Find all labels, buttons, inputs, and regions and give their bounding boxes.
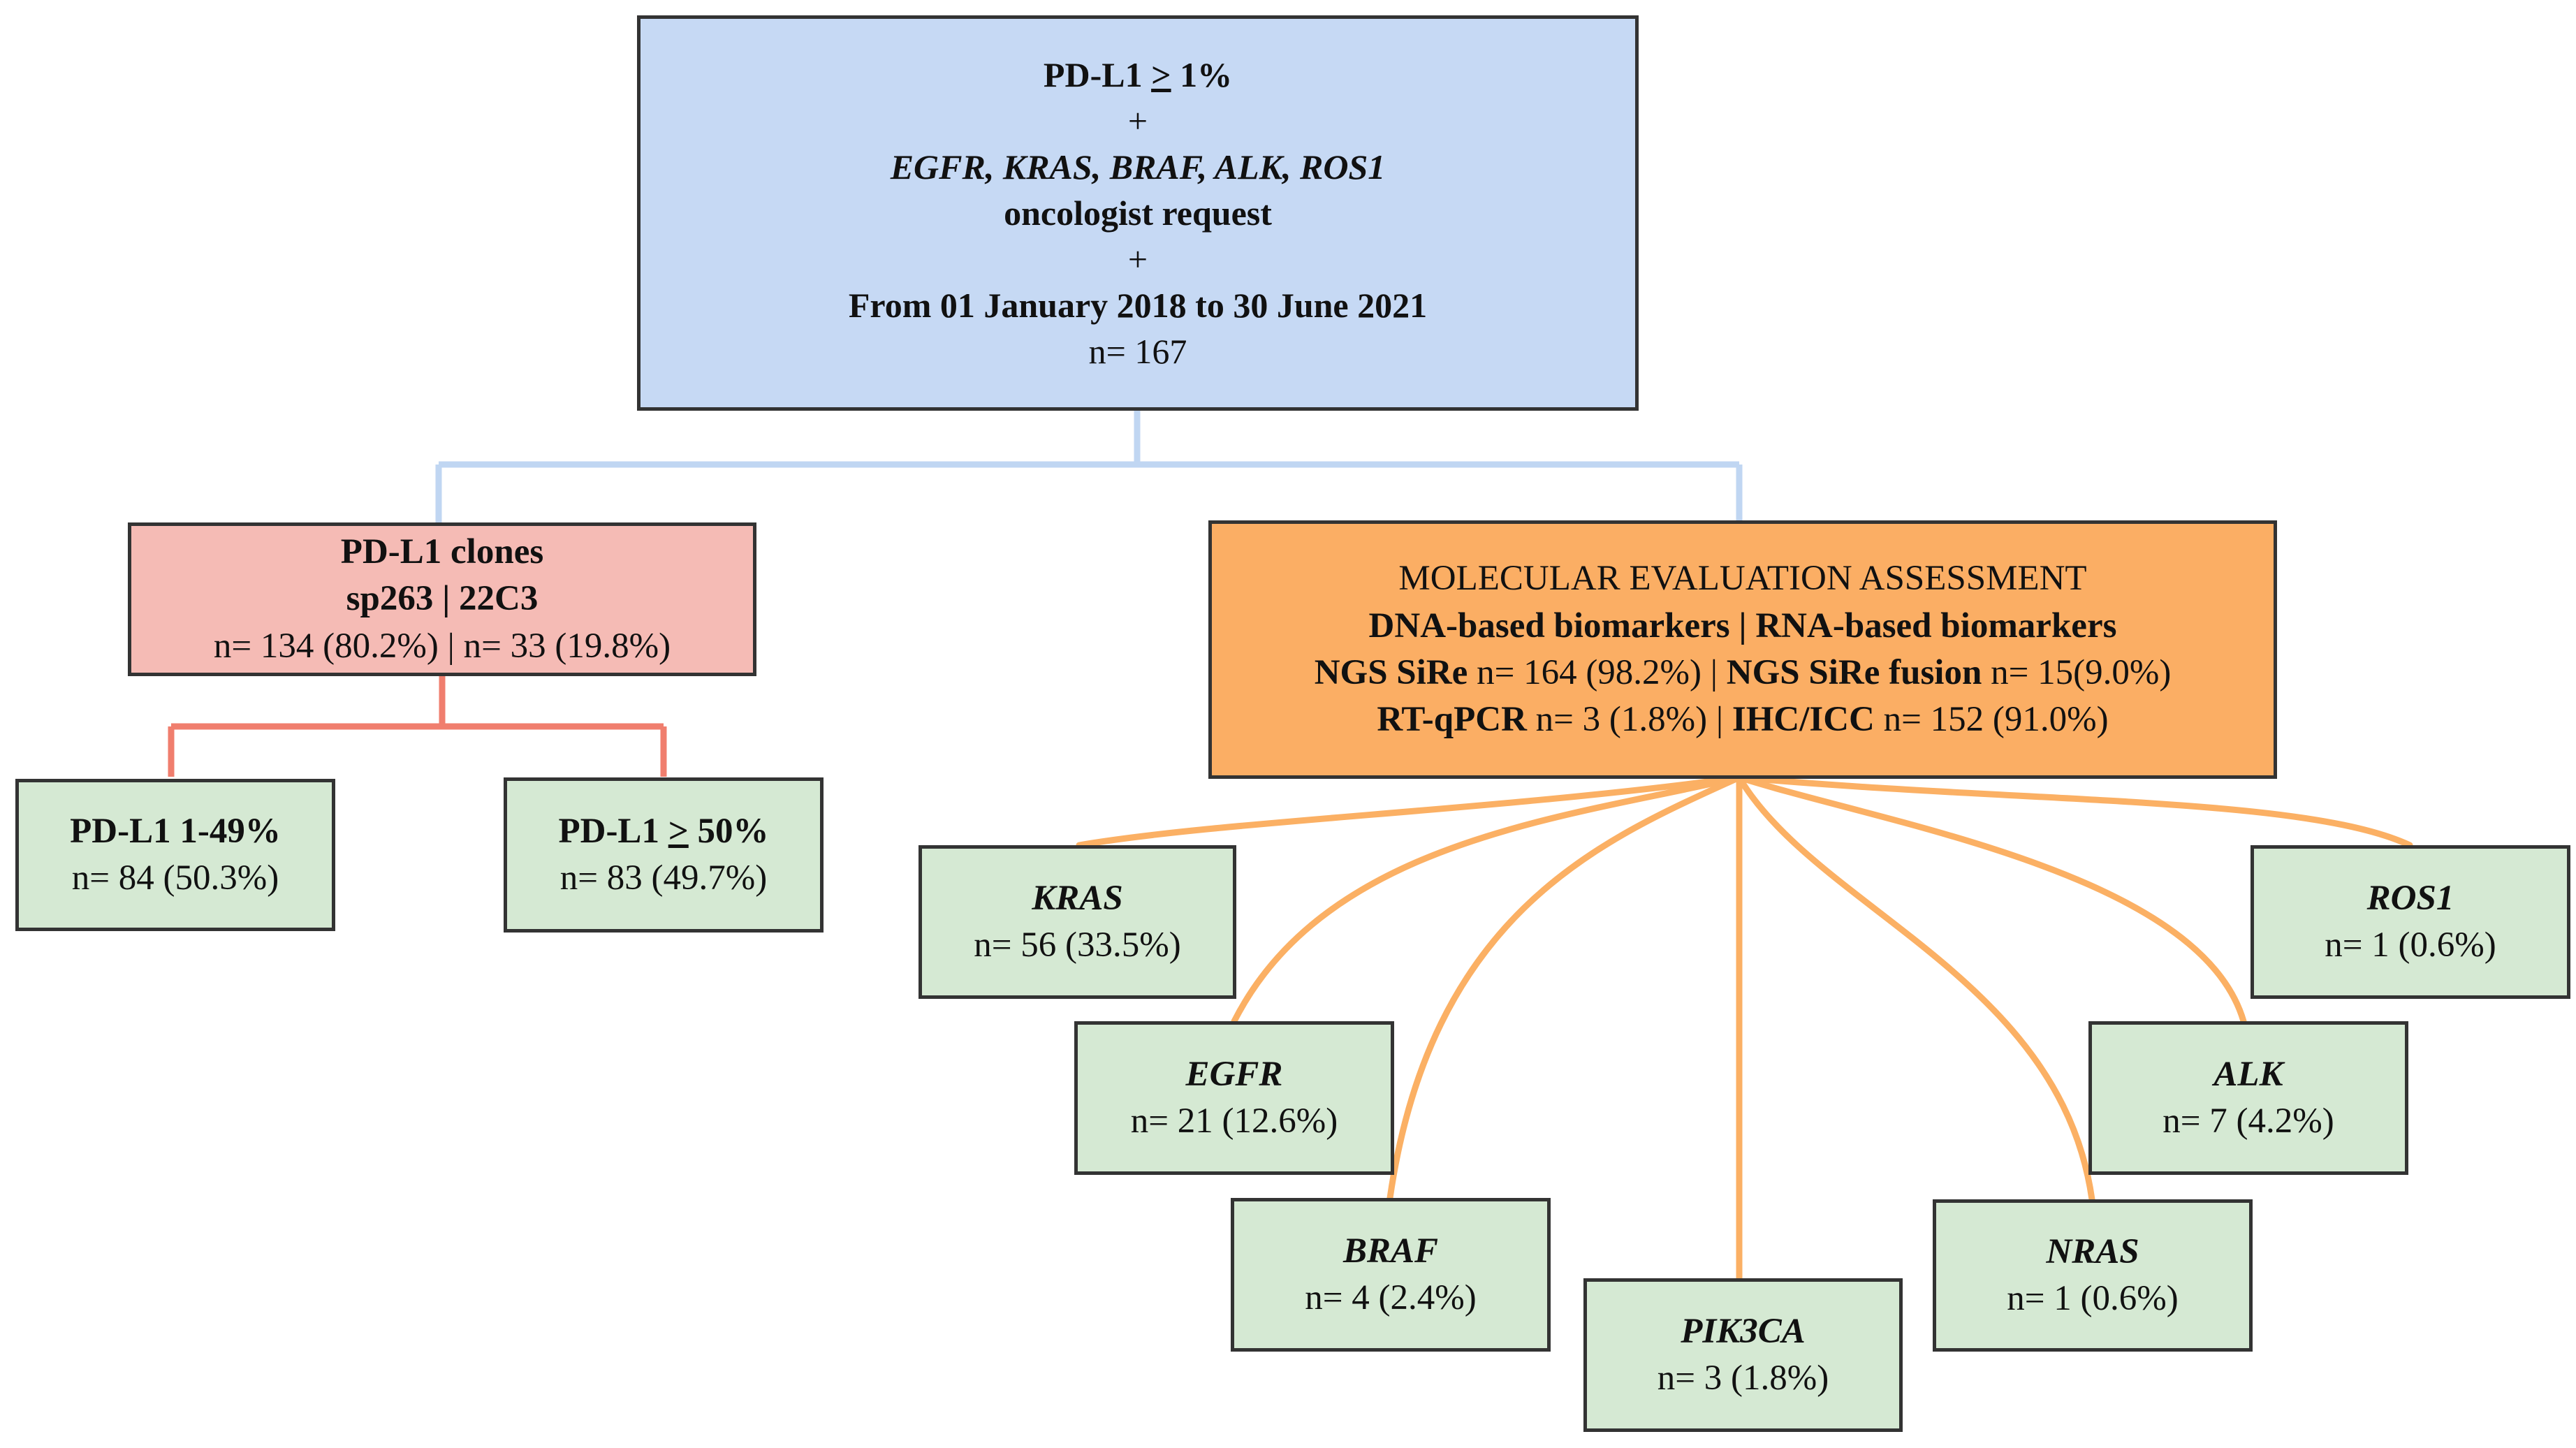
root-count: n= 167 <box>1088 332 1187 371</box>
gene-name-braf: BRAF <box>1342 1231 1439 1271</box>
pdl1-low-title: PD-L1 1-49% <box>70 811 281 851</box>
molecular-ngs: NGS SiRe n= 164 (98.2%) | NGS SiRe fusio… <box>1314 653 2172 692</box>
gene-name-nras: NRAS <box>2046 1231 2139 1271</box>
clones-connector <box>168 675 667 777</box>
pdl1-low-box: PD-L1 1-49% n= 84 (50.3%) <box>15 779 335 931</box>
root-connector <box>435 411 1743 522</box>
gene-count-egfr: n= 21 (12.6%) <box>1130 1102 1338 1141</box>
clones-title: PD-L1 clones <box>340 532 544 572</box>
pdl1-high-title: PD-L1 > 50% <box>558 811 769 851</box>
clones-box: PD-L1 clones sp263 | 22C3 n= 134 (80.2%)… <box>128 522 756 676</box>
gene-count-ros1: n= 1 (0.6%) <box>2325 926 2496 965</box>
gene-count-pik3ca: n= 3 (1.8%) <box>1657 1359 1829 1398</box>
gene-box-nras: NRAS n= 1 (0.6%) <box>1933 1199 2253 1352</box>
pdl1-high-box: PD-L1 > 50% n= 83 (49.7%) <box>504 777 824 933</box>
clones-counts: n= 134 (80.2%) | n= 33 (19.8%) <box>213 626 671 666</box>
gene-count-braf: n= 4 (2.4%) <box>1305 1278 1477 1317</box>
gene-count-nras: n= 1 (0.6%) <box>2007 1279 2179 1318</box>
connector-nras <box>1736 774 2095 1203</box>
gene-name-egfr: EGFR <box>1185 1054 1283 1094</box>
root-request: oncologist request <box>1004 193 1272 233</box>
molecular-box: MOLECULAR EVALUATION ASSESSMENT DNA-base… <box>1208 520 2277 779</box>
connector-ros1 <box>1736 774 2413 849</box>
root-threshold: PD-L1 > 1% <box>1043 55 1233 94</box>
root-box: PD-L1 > 1% + EGFR, KRAS, BRAF, ALK, ROS1… <box>637 15 1639 411</box>
gene-box-alk: ALK n= 7 (4.2%) <box>2088 1021 2408 1175</box>
gene-name-ros1: ROS1 <box>2366 878 2454 918</box>
gene-box-braf: BRAF n= 4 (2.4%) <box>1231 1198 1551 1352</box>
gene-name-pik3ca: PIK3CA <box>1681 1311 1806 1351</box>
molecular-subtitle: DNA-based biomarkers | RNA-based biomark… <box>1368 606 2117 645</box>
gene-count-kras: n= 56 (33.5%) <box>974 926 1181 965</box>
connector-kras <box>1076 774 1743 849</box>
root-plus-1: + <box>1127 101 1148 140</box>
clones-names: sp263 | 22C3 <box>346 579 539 619</box>
pdl1-low-count: n= 84 (50.3%) <box>71 858 279 898</box>
gene-name-alk: ALK <box>2213 1054 2283 1094</box>
molecular-pcr: RT-qPCR n= 3 (1.8%) | IHC/ICC n= 152 (91… <box>1377 700 2109 740</box>
gene-box-kras: KRAS n= 56 (33.5%) <box>919 845 1236 999</box>
connector-egfr <box>1231 774 1743 1025</box>
molecular-title: MOLECULAR EVALUATION ASSESSMENT <box>1398 559 2087 599</box>
root-genes: EGFR, KRAS, BRAF, ALK, ROS1 <box>890 147 1386 187</box>
gene-name-kras: KRAS <box>1032 878 1123 918</box>
gene-box-ros1: ROS1 n= 1 (0.6%) <box>2251 845 2570 999</box>
gene-box-pik3ca: PIK3CA n= 3 (1.8%) <box>1583 1278 1903 1432</box>
root-plus-2: + <box>1127 240 1148 279</box>
root-period: From 01 January 2018 to 30 June 2021 <box>848 286 1428 325</box>
connector-braf <box>1386 774 1743 1201</box>
gene-count-alk: n= 7 (4.2%) <box>2162 1102 2334 1141</box>
connector-alk <box>1736 774 2247 1025</box>
pdl1-high-count: n= 83 (49.7%) <box>559 858 768 898</box>
gene-box-egfr: EGFR n= 21 (12.6%) <box>1074 1021 1394 1175</box>
